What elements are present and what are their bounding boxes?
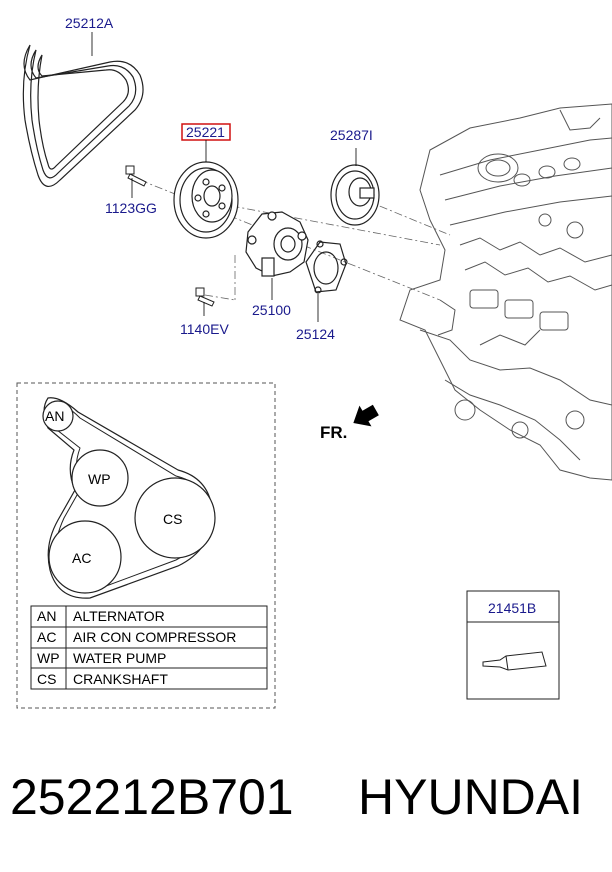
pulley-label-water-pump: WP xyxy=(88,471,111,487)
belt-routing-inset xyxy=(16,382,276,709)
sealant-box xyxy=(466,590,560,700)
idler-pulley-drawing xyxy=(173,161,239,239)
bolt-1-callout[interactable]: 1123GG xyxy=(105,200,157,216)
engine-block-drawing xyxy=(399,103,612,481)
front-arrow-icon xyxy=(353,404,379,427)
bolt-2-drawing xyxy=(195,287,215,307)
tensioner-drawing xyxy=(330,164,380,226)
legend-abbr: WP xyxy=(37,650,60,666)
sealant-tube-icon xyxy=(482,651,547,671)
gasket-callout[interactable]: 25124 xyxy=(296,326,335,342)
legend-abbr: AN xyxy=(37,608,56,624)
pulley-label-ac-compressor: AC xyxy=(72,550,91,566)
bolt-1-drawing xyxy=(125,165,147,187)
tensioner-callout[interactable]: 25287I xyxy=(330,127,373,143)
footer-brand: HYUNDAI xyxy=(358,769,584,825)
idler-pulley-callout[interactable]: 25221 xyxy=(186,124,225,140)
footer-part-number: 252212B701 xyxy=(10,769,294,825)
legend-name: ALTERNATOR xyxy=(73,608,165,624)
water-pump-drawing xyxy=(245,211,309,277)
sealant-callout[interactable]: 21451B xyxy=(488,600,536,616)
legend-name: AIR CON COMPRESSOR xyxy=(73,629,236,645)
legend-abbr: AC xyxy=(37,629,56,645)
pulley-label-crankshaft: CS xyxy=(163,511,182,527)
legend-name: WATER PUMP xyxy=(73,650,166,666)
gasket-drawing xyxy=(305,240,348,294)
water-pump-callout[interactable]: 25100 xyxy=(252,302,291,318)
bolt-2-callout[interactable]: 1140EV xyxy=(180,321,229,337)
drive-belt-drawing xyxy=(22,44,144,187)
legend-abbr: CS xyxy=(37,671,56,687)
belt-callout[interactable]: 25212A xyxy=(65,15,114,31)
pulley-label-alternator: AN xyxy=(45,408,64,424)
legend-table xyxy=(30,605,268,690)
front-marker: FR. xyxy=(320,423,347,442)
legend-name: CRANKSHAFT xyxy=(73,671,168,687)
